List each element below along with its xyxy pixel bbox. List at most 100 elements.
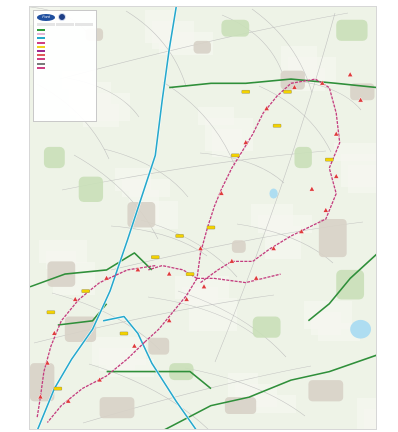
- urban-area: [318, 219, 347, 258]
- primary-road: [30, 252, 153, 288]
- minor-road: [221, 14, 283, 73]
- warning-marker[interactable]: [201, 283, 207, 289]
- location-tag-marker[interactable]: [231, 153, 240, 158]
- legend-row: [37, 45, 93, 49]
- event-route: [196, 78, 341, 284]
- land-cover-layer: [30, 19, 375, 419]
- field-patch: [115, 168, 151, 191]
- primary-road: [169, 78, 376, 89]
- minor-road: [88, 363, 209, 429]
- warning-marker[interactable]: [72, 296, 79, 302]
- woodland-area: [78, 176, 104, 203]
- map-legend: Ford: [33, 10, 97, 122]
- legend-swatch: [37, 33, 45, 36]
- woodland-area: [294, 146, 312, 169]
- woodland-area: [336, 269, 365, 300]
- location-tag-marker[interactable]: [241, 90, 250, 94]
- legend-swatch: [37, 62, 45, 65]
- minor-road: [125, 10, 187, 87]
- warning-marker[interactable]: [166, 270, 173, 277]
- warning-marker[interactable]: [291, 84, 298, 90]
- woodland-area: [336, 19, 368, 41]
- warning-marker[interactable]: [322, 207, 329, 213]
- legend-items: [37, 28, 93, 70]
- field-patch: [39, 240, 87, 263]
- legend-swatch: [37, 29, 45, 32]
- warning-marker[interactable]: [333, 173, 340, 179]
- legend-swatch: [37, 54, 45, 57]
- event-route: [46, 341, 146, 423]
- woodland-area: [43, 146, 65, 169]
- urban-area: [280, 70, 305, 90]
- warning-marker[interactable]: [347, 71, 354, 77]
- location-tag-marker[interactable]: [53, 386, 62, 391]
- warning-marker[interactable]: [242, 139, 249, 145]
- warning-marker[interactable]: [333, 130, 340, 137]
- warning-marker[interactable]: [131, 342, 138, 349]
- legend-swatch: [37, 58, 45, 61]
- urban-area: [231, 240, 246, 253]
- legend-row: [37, 36, 93, 40]
- location-tag-marker[interactable]: [272, 123, 282, 128]
- urban-area: [350, 83, 375, 101]
- location-tag-marker[interactable]: [283, 90, 292, 94]
- legend-swatch: [37, 50, 45, 53]
- legend-row: [37, 53, 93, 57]
- location-tag-marker[interactable]: [81, 289, 90, 293]
- water-body: [350, 319, 372, 339]
- warning-marker[interactable]: [228, 257, 235, 264]
- legend-row: [37, 62, 93, 66]
- legend-row: [37, 28, 93, 32]
- warning-marker[interactable]: [298, 228, 305, 234]
- warning-marker[interactable]: [166, 317, 173, 323]
- field-patch: [198, 107, 234, 125]
- legend-column-head: [37, 23, 55, 26]
- warning-marker[interactable]: [308, 185, 315, 192]
- route-layer: [36, 78, 341, 423]
- warning-marker[interactable]: [96, 376, 103, 383]
- minor-road: [162, 81, 236, 167]
- urban-area: [47, 261, 76, 287]
- markers-layer[interactable]: [37, 71, 364, 404]
- warning-marker[interactable]: [253, 274, 260, 281]
- location-tag-marker[interactable]: [325, 157, 334, 162]
- location-tag-marker[interactable]: [185, 272, 195, 276]
- legend-row: [37, 66, 93, 70]
- legend-swatch: [37, 66, 45, 69]
- minor-road: [177, 290, 287, 358]
- minor-road: [258, 85, 332, 153]
- legend-row: [37, 32, 93, 36]
- warning-marker[interactable]: [319, 79, 326, 86]
- event-route: [197, 273, 281, 284]
- minor-road: [59, 12, 349, 80]
- warning-marker[interactable]: [37, 393, 44, 400]
- warning-marker[interactable]: [263, 105, 270, 111]
- location-tag-marker[interactable]: [175, 234, 184, 238]
- warning-marker[interactable]: [270, 245, 277, 251]
- legend-swatch: [37, 45, 45, 48]
- warning-marker[interactable]: [65, 397, 72, 404]
- location-tag-marker[interactable]: [119, 331, 129, 336]
- legend-row: [37, 49, 93, 53]
- location-tag-marker[interactable]: [151, 255, 160, 259]
- woodland-area: [221, 19, 250, 37]
- minor-road: [110, 225, 208, 257]
- map-canvas[interactable]: [30, 7, 377, 430]
- legend-row: [37, 57, 93, 61]
- location-tag-marker[interactable]: [206, 225, 216, 230]
- field-patch: [228, 373, 258, 401]
- legend-column-head: [75, 23, 93, 26]
- location-tag-marker[interactable]: [46, 310, 56, 315]
- map-sheet[interactable]: Ford: [29, 6, 377, 430]
- warning-marker[interactable]: [134, 266, 141, 272]
- warning-marker[interactable]: [103, 274, 110, 281]
- minor-road: [147, 296, 257, 337]
- warning-marker[interactable]: [183, 296, 190, 302]
- minor-road: [103, 148, 189, 198]
- warning-marker[interactable]: [218, 190, 225, 196]
- warning-marker[interactable]: [197, 245, 204, 251]
- warning-marker[interactable]: [44, 359, 51, 366]
- warning-marker[interactable]: [357, 96, 364, 103]
- field-patch: [92, 337, 146, 365]
- warning-marker[interactable]: [51, 330, 58, 336]
